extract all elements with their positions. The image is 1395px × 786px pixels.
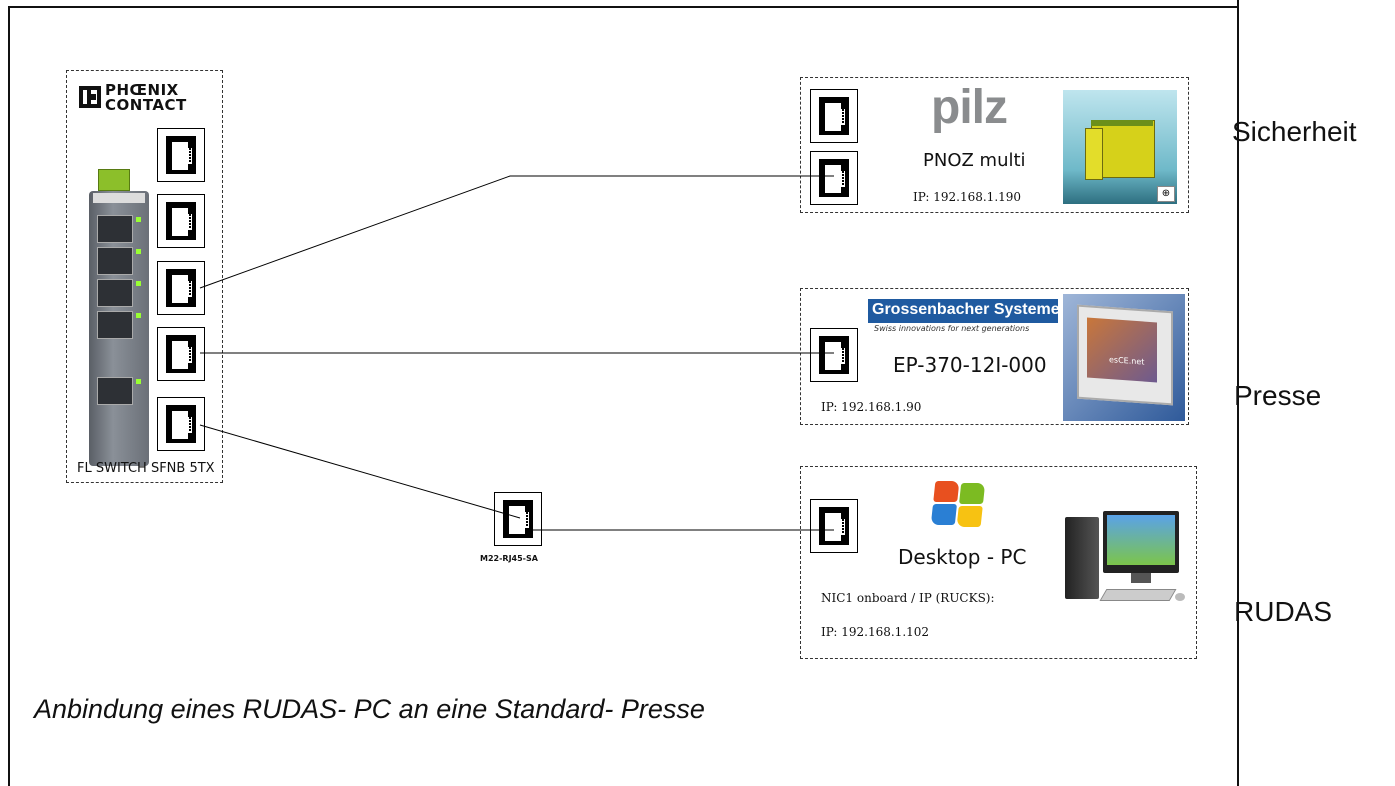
diagram-frame — [8, 6, 1239, 786]
pilz-port-1 — [810, 89, 858, 143]
pilz-port-2 — [810, 151, 858, 205]
switch-device-image — [87, 169, 152, 469]
grossenbacher-device-name: EP-370-12I-000 — [893, 353, 1047, 377]
switch-terminal-block — [98, 169, 130, 191]
pilz-logo: pilz — [931, 81, 1008, 134]
cable-switch-to-pilz — [199, 175, 834, 289]
switch-port-4 — [157, 327, 205, 381]
grossenbacher-tagline: Swiss innovations for next generations — [874, 324, 1030, 333]
pc-device-box: Desktop - PC NIC1 onboard / IP (RUCKS): … — [800, 466, 1197, 659]
m22-connector-label: M22-RJ45-SA — [480, 554, 538, 563]
frame-right-edge — [1237, 0, 1239, 75]
pc-device-ip: IP: 192.168.1.102 — [821, 625, 930, 639]
frame-right-edge — [1237, 442, 1239, 592]
switch-port-3 — [157, 261, 205, 315]
zoom-icon: ⊕ — [1157, 186, 1175, 202]
pilz-device-name: PNOZ multi — [923, 150, 1026, 171]
pc-port — [810, 499, 858, 553]
phoenix-contact-logo: PHŒNIX CONTACT — [78, 81, 218, 115]
switch-housing — [89, 191, 149, 466]
grossenbacher-device-box: Grossenbacher Systeme Swiss innovations … — [800, 288, 1189, 425]
m22-connector-port — [494, 492, 542, 546]
desktop-pc-image — [1063, 509, 1191, 607]
switch-brand-line2: CONTACT — [105, 96, 187, 114]
pilz-device-image: ⊕ — [1063, 90, 1177, 204]
label-press: Presse — [1234, 380, 1322, 411]
cable-switch-to-connector — [199, 424, 521, 519]
diagram-caption: Anbindung eines RUDAS- PC an eine Standa… — [34, 694, 705, 724]
label-safety: Sicherheit — [1232, 116, 1357, 147]
grossenbacher-logo: Grossenbacher Systeme Swiss innovations … — [868, 293, 1060, 335]
pc-device-name: Desktop - PC — [898, 545, 1027, 569]
frame-right-edge — [1237, 178, 1239, 361]
panel-pc-image: esCE.net — [1063, 294, 1185, 421]
switch-port-2 — [157, 194, 205, 248]
label-rudas: RUDAS — [1234, 596, 1333, 627]
grossenbacher-brand: Grossenbacher Systeme — [872, 301, 1060, 318]
pilz-device-ip: IP: 192.168.1.190 — [913, 190, 1022, 204]
pc-nic-label: NIC1 onboard / IP (RUCKS): — [821, 591, 995, 605]
frame-right-edge — [1237, 660, 1239, 779]
pilz-device-box: pilz PNOZ multi IP: 192.168.1.190 ⊕ — [800, 77, 1189, 213]
switch-model-label: FL SWITCH SFNB 5TX — [77, 461, 215, 476]
phoenix-logo-icon — [79, 86, 101, 108]
switch-port-1 — [157, 128, 205, 182]
grossenbacher-device-ip: IP: 192.168.1.90 — [821, 400, 922, 414]
grossenbacher-port — [810, 328, 858, 382]
switch-brand-line1: PHŒNIX — [105, 81, 179, 99]
switch-port-5 — [157, 397, 205, 451]
